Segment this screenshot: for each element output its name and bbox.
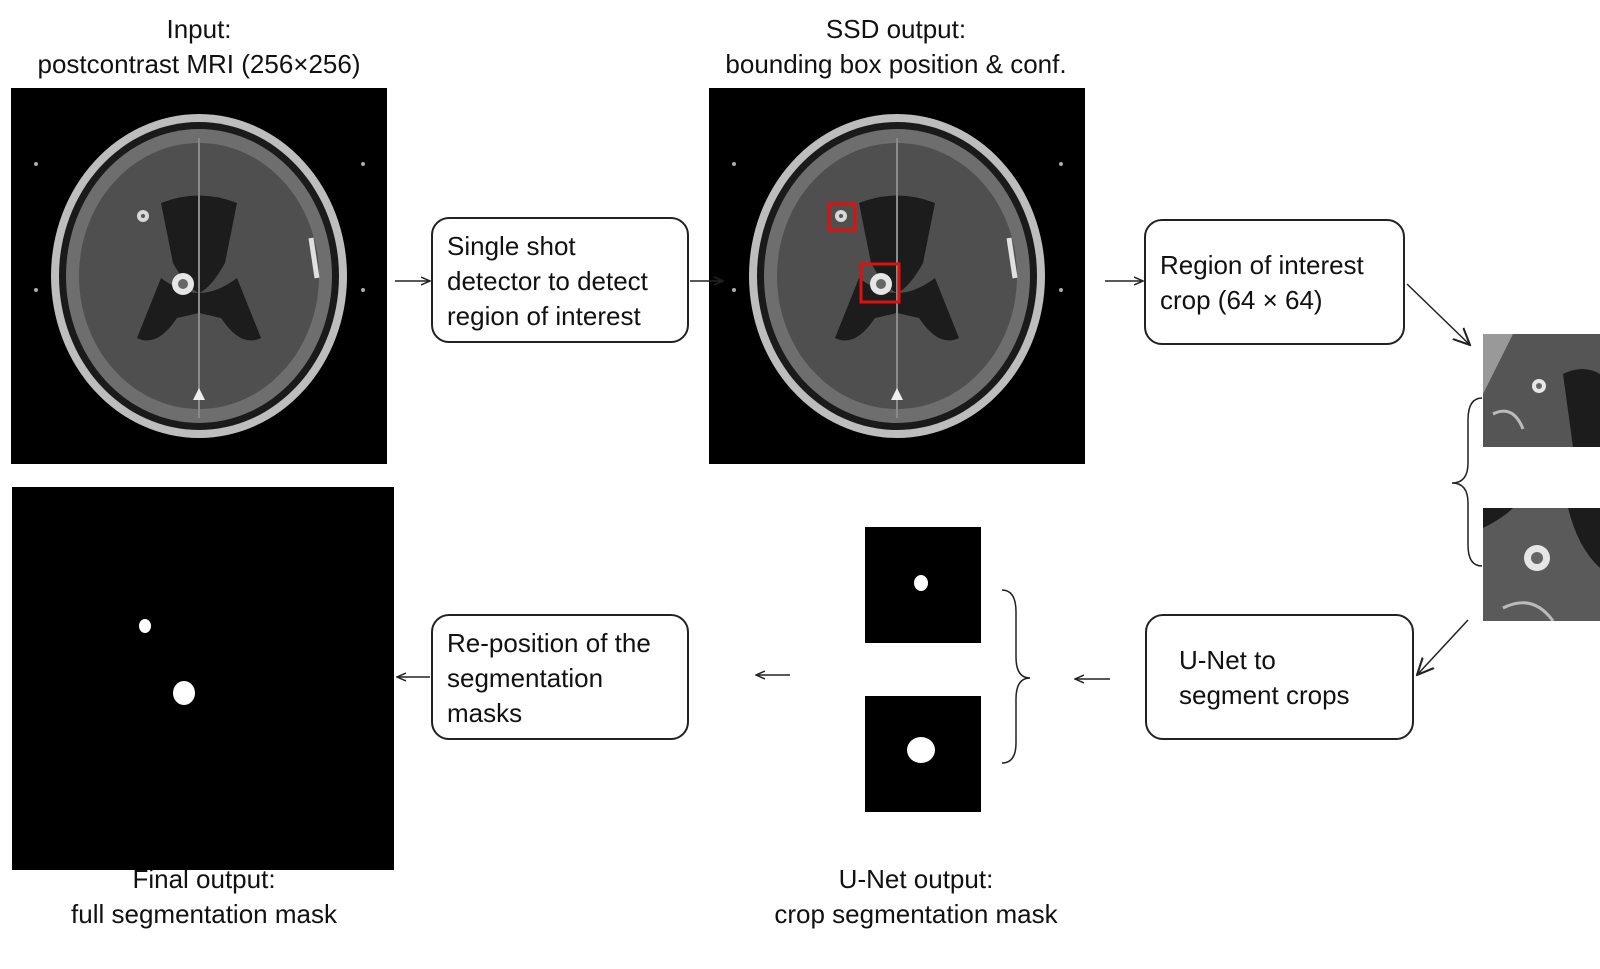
brace-unet-masks bbox=[1001, 589, 1031, 764]
crop-step-line-1: Region of interest bbox=[1160, 250, 1364, 280]
final-caption-line-2: full segmentation mask bbox=[71, 899, 337, 929]
brace-crops bbox=[1451, 397, 1483, 567]
crop-step-box: Region of interest crop (64 × 64) bbox=[1144, 219, 1405, 345]
arrow-crop-step-to-crops bbox=[1406, 283, 1470, 345]
ssd-caption-line-1: SSD output: bbox=[825, 14, 967, 44]
unet-caption-line-1: U-Net output: bbox=[838, 864, 994, 894]
reposition-step-line-1: Re-position of the bbox=[447, 628, 651, 658]
ssd-step-line-2: detector to detect bbox=[447, 266, 648, 296]
input-caption-line-1: Input: bbox=[166, 14, 232, 44]
unet-step-line-2: segment crops bbox=[1179, 680, 1350, 710]
unet-step-box: U-Net to segment crops bbox=[1145, 614, 1414, 740]
unet-step-line-1: U-Net to bbox=[1179, 645, 1276, 675]
detection-box-large bbox=[859, 262, 901, 304]
unet-caption-line-2: crop segmentation mask bbox=[774, 899, 1058, 929]
detection-box-small bbox=[827, 202, 857, 232]
arrow-crops-to-unet-step bbox=[1417, 619, 1469, 675]
roi-crop-bottom-image bbox=[1483, 508, 1600, 621]
input-caption-line-2: postcontrast MRI (256×256) bbox=[37, 49, 361, 79]
unet-mask-bottom-image bbox=[865, 696, 981, 812]
unet-mask-top-image bbox=[865, 527, 981, 643]
reposition-step-line-3: masks bbox=[447, 698, 523, 728]
reposition-step-box: Re-position of the segmentation masks bbox=[431, 614, 689, 740]
ssd-step-line-3: region of interest bbox=[447, 301, 641, 331]
ssd-step-line-1: Single shot bbox=[447, 231, 576, 261]
input-caption: Input: postcontrast MRI (256×256) bbox=[10, 12, 388, 82]
input-mri-image bbox=[11, 88, 387, 464]
final-mask-image bbox=[12, 487, 394, 870]
ssd-step-box: Single shot detector to detect region of… bbox=[431, 217, 689, 343]
ssd-caption-line-2: bounding box position & conf. bbox=[725, 49, 1067, 79]
reposition-step-line-2: segmentation bbox=[447, 663, 604, 693]
ssd-output-image bbox=[709, 88, 1085, 464]
roi-crop-top-image bbox=[1483, 334, 1600, 447]
unet-caption: U-Net output: crop segmentation mask bbox=[720, 862, 1112, 932]
crop-step-line-2: crop (64 × 64) bbox=[1160, 285, 1323, 315]
ssd-caption: SSD output: bounding box position & conf… bbox=[700, 12, 1092, 82]
